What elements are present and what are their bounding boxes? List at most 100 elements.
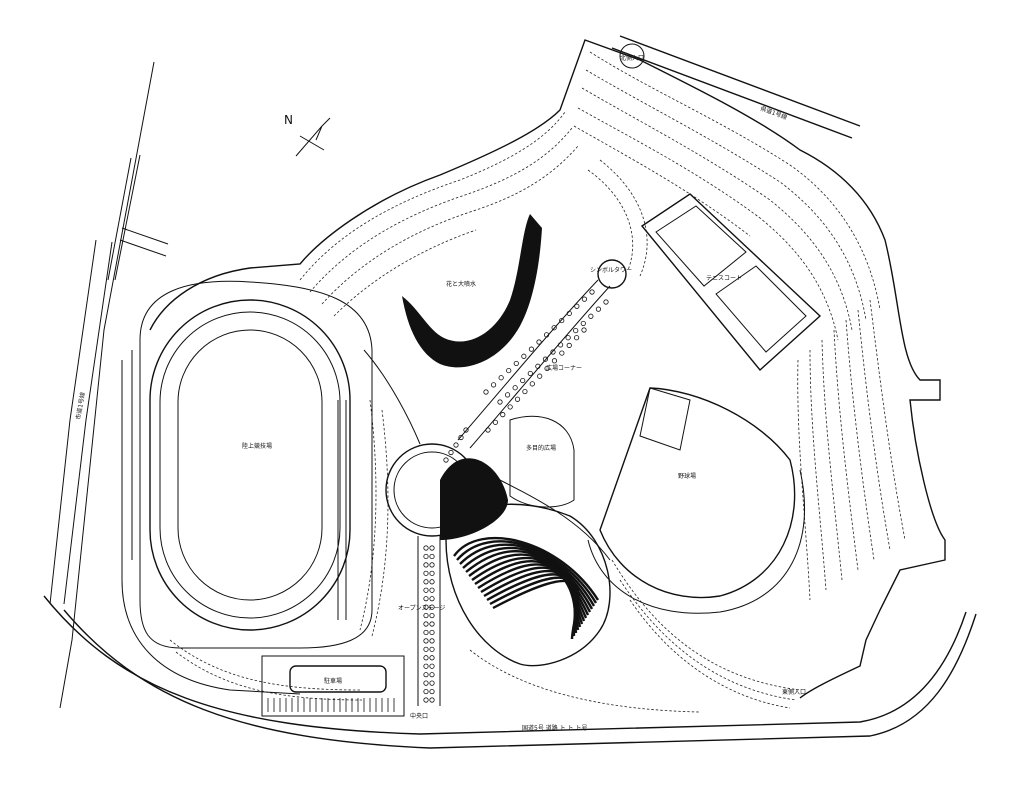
tree	[512, 385, 518, 391]
amphitheater-seat-row	[456, 540, 598, 604]
tree	[429, 553, 435, 560]
tree	[521, 353, 527, 359]
north-gate-marker	[619, 43, 645, 69]
tree	[423, 621, 429, 627]
tree	[550, 349, 556, 355]
tree	[429, 545, 435, 551]
tree	[544, 365, 550, 372]
tree	[581, 327, 587, 333]
tree	[429, 579, 435, 585]
ball-court: 多目的広場	[509, 415, 575, 508]
tree	[529, 381, 535, 387]
tree	[522, 388, 528, 395]
symbol-tower: シンボルタワー	[590, 259, 632, 289]
tree	[423, 545, 429, 551]
tree	[429, 562, 435, 568]
tree	[506, 367, 512, 374]
label-tennis: テニスコート	[706, 275, 742, 282]
amphitheater-seat-row	[462, 546, 594, 610]
tennis-courts: テニスコート	[640, 193, 822, 372]
tree	[565, 335, 571, 341]
tree	[498, 375, 504, 381]
tree	[453, 442, 459, 448]
label-baseball: 野球場	[678, 472, 696, 480]
label-pond: 花と大噴水	[446, 280, 476, 288]
tree	[566, 342, 572, 348]
label-east-gate: 東側入口	[782, 688, 806, 696]
tree	[458, 434, 464, 441]
tree	[504, 392, 511, 398]
tree	[514, 396, 521, 402]
tree	[423, 604, 429, 610]
tree	[423, 688, 429, 695]
label-stadium: 陸上競技場	[242, 442, 272, 450]
tree	[423, 579, 429, 585]
tree	[429, 646, 435, 652]
label-tower: シンボルタワー	[590, 266, 632, 274]
tree	[559, 317, 565, 324]
tree	[513, 360, 519, 367]
amphitheater-seat-row	[465, 550, 592, 613]
amphitheater-seat-row	[453, 536, 600, 601]
baseball-field: 野球場	[587, 387, 806, 614]
tree	[423, 663, 429, 669]
tree	[603, 299, 609, 305]
tree	[423, 587, 429, 593]
tree	[542, 356, 549, 362]
tree	[423, 680, 429, 686]
tree	[559, 350, 565, 356]
tree	[537, 373, 543, 379]
tree	[423, 612, 429, 619]
north-symbol: N	[284, 113, 293, 127]
tree	[483, 389, 489, 395]
tree	[581, 296, 588, 302]
tree	[429, 697, 435, 703]
tree	[429, 604, 435, 610]
label-ball-court: 多目的広場	[526, 444, 556, 452]
tree	[463, 427, 469, 433]
amphitheater-seat-row	[492, 579, 580, 640]
tree	[536, 339, 542, 345]
label-north-road: 県道1号線	[759, 104, 788, 121]
tree	[423, 697, 429, 703]
tree	[573, 327, 579, 334]
tree	[490, 382, 497, 388]
pond	[402, 214, 542, 368]
tree	[566, 310, 572, 317]
tree	[429, 672, 435, 678]
label-main-gate: 中央口	[410, 712, 428, 720]
tree	[423, 570, 429, 576]
tree	[543, 332, 550, 338]
south-road	[43, 595, 977, 749]
tree	[448, 449, 454, 456]
label-parking: 駐車場	[324, 677, 342, 685]
tree	[589, 289, 595, 295]
tree	[423, 629, 429, 636]
label-west-road: 市道1号線	[74, 392, 87, 421]
north-arrow: N	[284, 113, 331, 157]
tree	[443, 457, 449, 463]
tree	[507, 404, 513, 410]
tree	[588, 313, 594, 319]
contour-lines	[169, 51, 906, 713]
tree	[492, 419, 498, 425]
tree	[485, 427, 491, 433]
tree	[423, 638, 429, 644]
tree	[429, 688, 435, 695]
park-boundary	[149, 39, 946, 699]
west-road	[49, 61, 169, 709]
tree	[423, 646, 429, 652]
tree	[551, 358, 558, 364]
amphitheater: オープンステージ	[398, 458, 611, 667]
tree	[528, 346, 535, 352]
athletics-stadium: 陸上競技場	[121, 280, 373, 695]
tree	[429, 570, 435, 576]
label-north-gate: 北側入口	[620, 54, 644, 62]
tree	[423, 672, 429, 678]
tree	[429, 587, 435, 593]
tree	[429, 638, 435, 644]
tree	[527, 370, 533, 377]
tree	[429, 680, 435, 686]
